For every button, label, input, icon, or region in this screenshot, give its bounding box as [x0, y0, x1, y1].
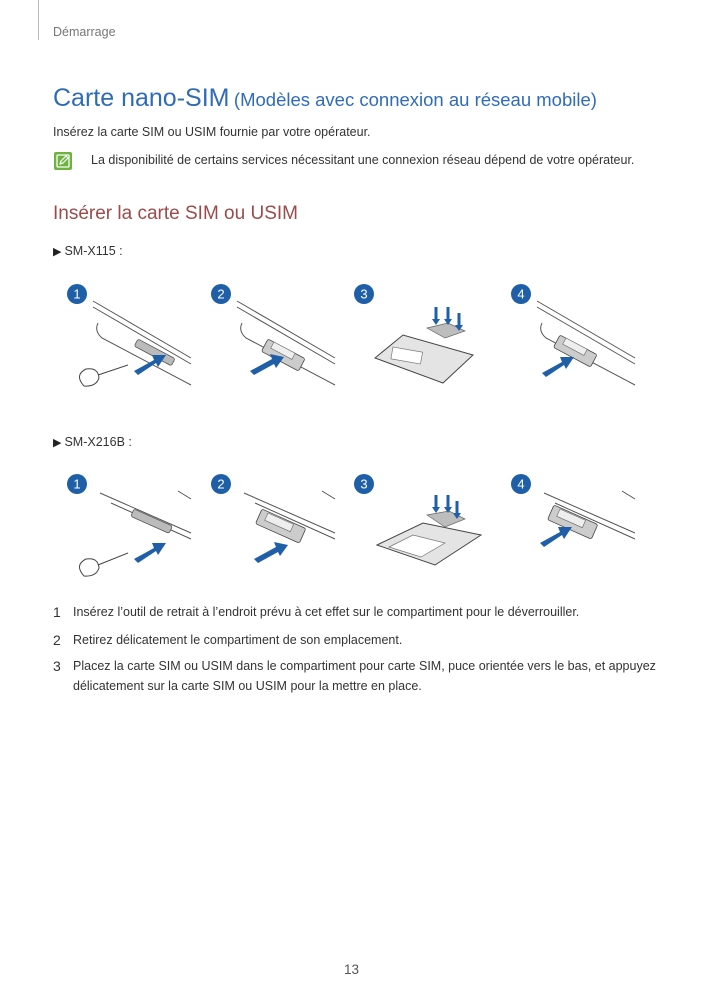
- section-heading: Insérer la carte SIM ou USIM: [53, 203, 298, 224]
- page-number: 13: [343, 962, 360, 977]
- svg-text:1: 1: [73, 477, 80, 492]
- figure-model2-step3: 3: [353, 473, 483, 583]
- figure-model2-step4: 4: [510, 473, 640, 583]
- model-label-1: ▶SM-X115 :: [53, 244, 123, 258]
- step-number: 2: [53, 632, 61, 648]
- svg-text:3: 3: [360, 287, 367, 302]
- title-main: Carte nano-SIM: [53, 84, 230, 112]
- instruction-step-3: 3 Placez la carte SIM ou USIM dans le co…: [53, 656, 663, 696]
- section-label: Démarrage: [53, 25, 116, 39]
- step-number: 3: [53, 658, 61, 674]
- intro-text: Insérez la carte SIM ou USIM fournie par…: [53, 125, 371, 139]
- step-badge: 1: [73, 287, 80, 302]
- svg-text:3: 3: [360, 477, 367, 492]
- figure-model1-step3: 3: [353, 283, 483, 393]
- header-rule: [38, 0, 39, 40]
- svg-text:4: 4: [517, 287, 524, 302]
- figure-model2-step1: 1: [66, 473, 196, 583]
- title-sub: (Modèles avec connexion au réseau mobile…: [233, 89, 597, 110]
- svg-text:2: 2: [217, 287, 224, 302]
- step-text: Insérez l’outil de retrait à l’endroit p…: [73, 605, 580, 619]
- step-text: Placez la carte SIM ou USIM dans le comp…: [73, 659, 656, 693]
- instruction-step-1: 1 Insérez l’outil de retrait à l’endroit…: [53, 602, 663, 622]
- model-label-2: ▶SM-X216B :: [53, 435, 132, 449]
- pencil-note-icon: [54, 152, 72, 170]
- triangle-bullet-icon: ▶: [53, 246, 62, 258]
- step-number: 1: [53, 604, 61, 620]
- triangle-bullet-icon: ▶: [53, 437, 62, 449]
- figure-model1-step4: 4: [510, 283, 640, 393]
- figure-model2-step2: 2: [210, 473, 340, 583]
- note-text: La disponibilité de certains services né…: [91, 153, 635, 167]
- svg-text:2: 2: [217, 477, 224, 492]
- step-text: Retirez délicatement le compartiment de …: [73, 633, 403, 647]
- page-title: Carte nano-SIM (Modèles avec connexion a…: [53, 84, 597, 113]
- instruction-step-2: 2 Retirez délicatement le compartiment d…: [53, 630, 663, 650]
- svg-text:4: 4: [517, 477, 524, 492]
- figure-model1-step2: 2: [210, 283, 340, 393]
- figure-model1-step1: 1: [66, 283, 196, 393]
